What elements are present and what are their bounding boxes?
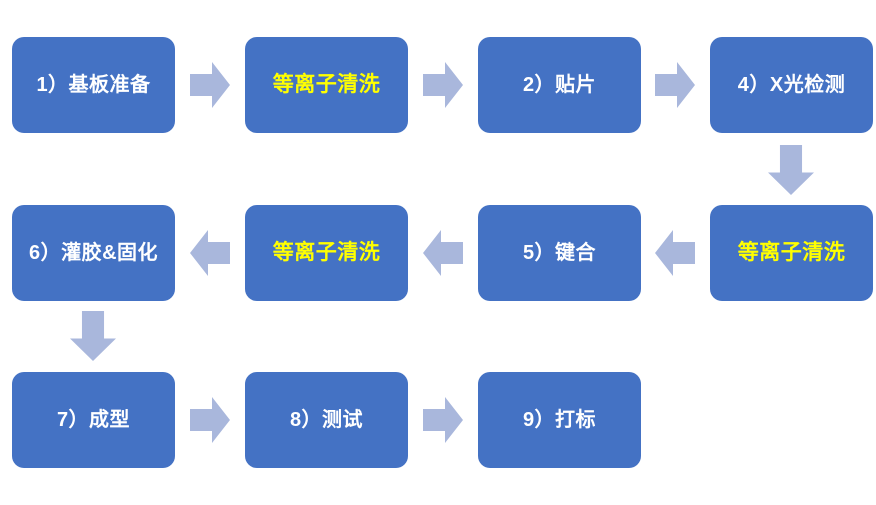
arrow-left-icon — [423, 230, 463, 276]
node-label: 9）打标 — [522, 409, 597, 431]
node-label: 7）成型 — [56, 409, 131, 431]
flow-node-die-attach: 2）贴片 — [478, 37, 641, 133]
flow-node-plasma-clean-3: 等离子清洗 — [710, 205, 873, 301]
flow-node-marking: 9）打标 — [478, 372, 641, 468]
flow-node-molding: 7）成型 — [12, 372, 175, 468]
arrow-right-icon — [190, 397, 230, 443]
arrow-down-icon — [70, 311, 116, 361]
flow-node-potting-curing: 6）灌胶&固化 — [12, 205, 175, 301]
arrow-down-icon — [768, 145, 814, 195]
arrow-right-icon — [655, 62, 695, 108]
node-label: 4）X光检测 — [737, 74, 846, 96]
node-label: 8）测试 — [289, 409, 364, 431]
node-label: 2）贴片 — [522, 74, 597, 96]
flow-node-substrate-prep: 1）基板准备 — [12, 37, 175, 133]
arrow-left-icon — [655, 230, 695, 276]
node-label: 等离子清洗 — [737, 241, 846, 265]
arrow-left-icon — [190, 230, 230, 276]
flow-node-testing: 8）测试 — [245, 372, 408, 468]
node-label: 等离子清洗 — [272, 241, 381, 265]
flow-node-bonding: 5）键合 — [478, 205, 641, 301]
arrow-right-icon — [423, 62, 463, 108]
flow-node-plasma-clean-2: 等离子清洗 — [245, 205, 408, 301]
node-label: 6）灌胶&固化 — [28, 242, 159, 264]
node-label: 1）基板准备 — [36, 74, 151, 96]
node-label: 5）键合 — [522, 242, 597, 264]
arrow-right-icon — [423, 397, 463, 443]
flow-node-plasma-clean-1: 等离子清洗 — [245, 37, 408, 133]
node-label: 等离子清洗 — [272, 73, 381, 97]
arrow-right-icon — [190, 62, 230, 108]
flow-node-xray-inspection: 4）X光检测 — [710, 37, 873, 133]
